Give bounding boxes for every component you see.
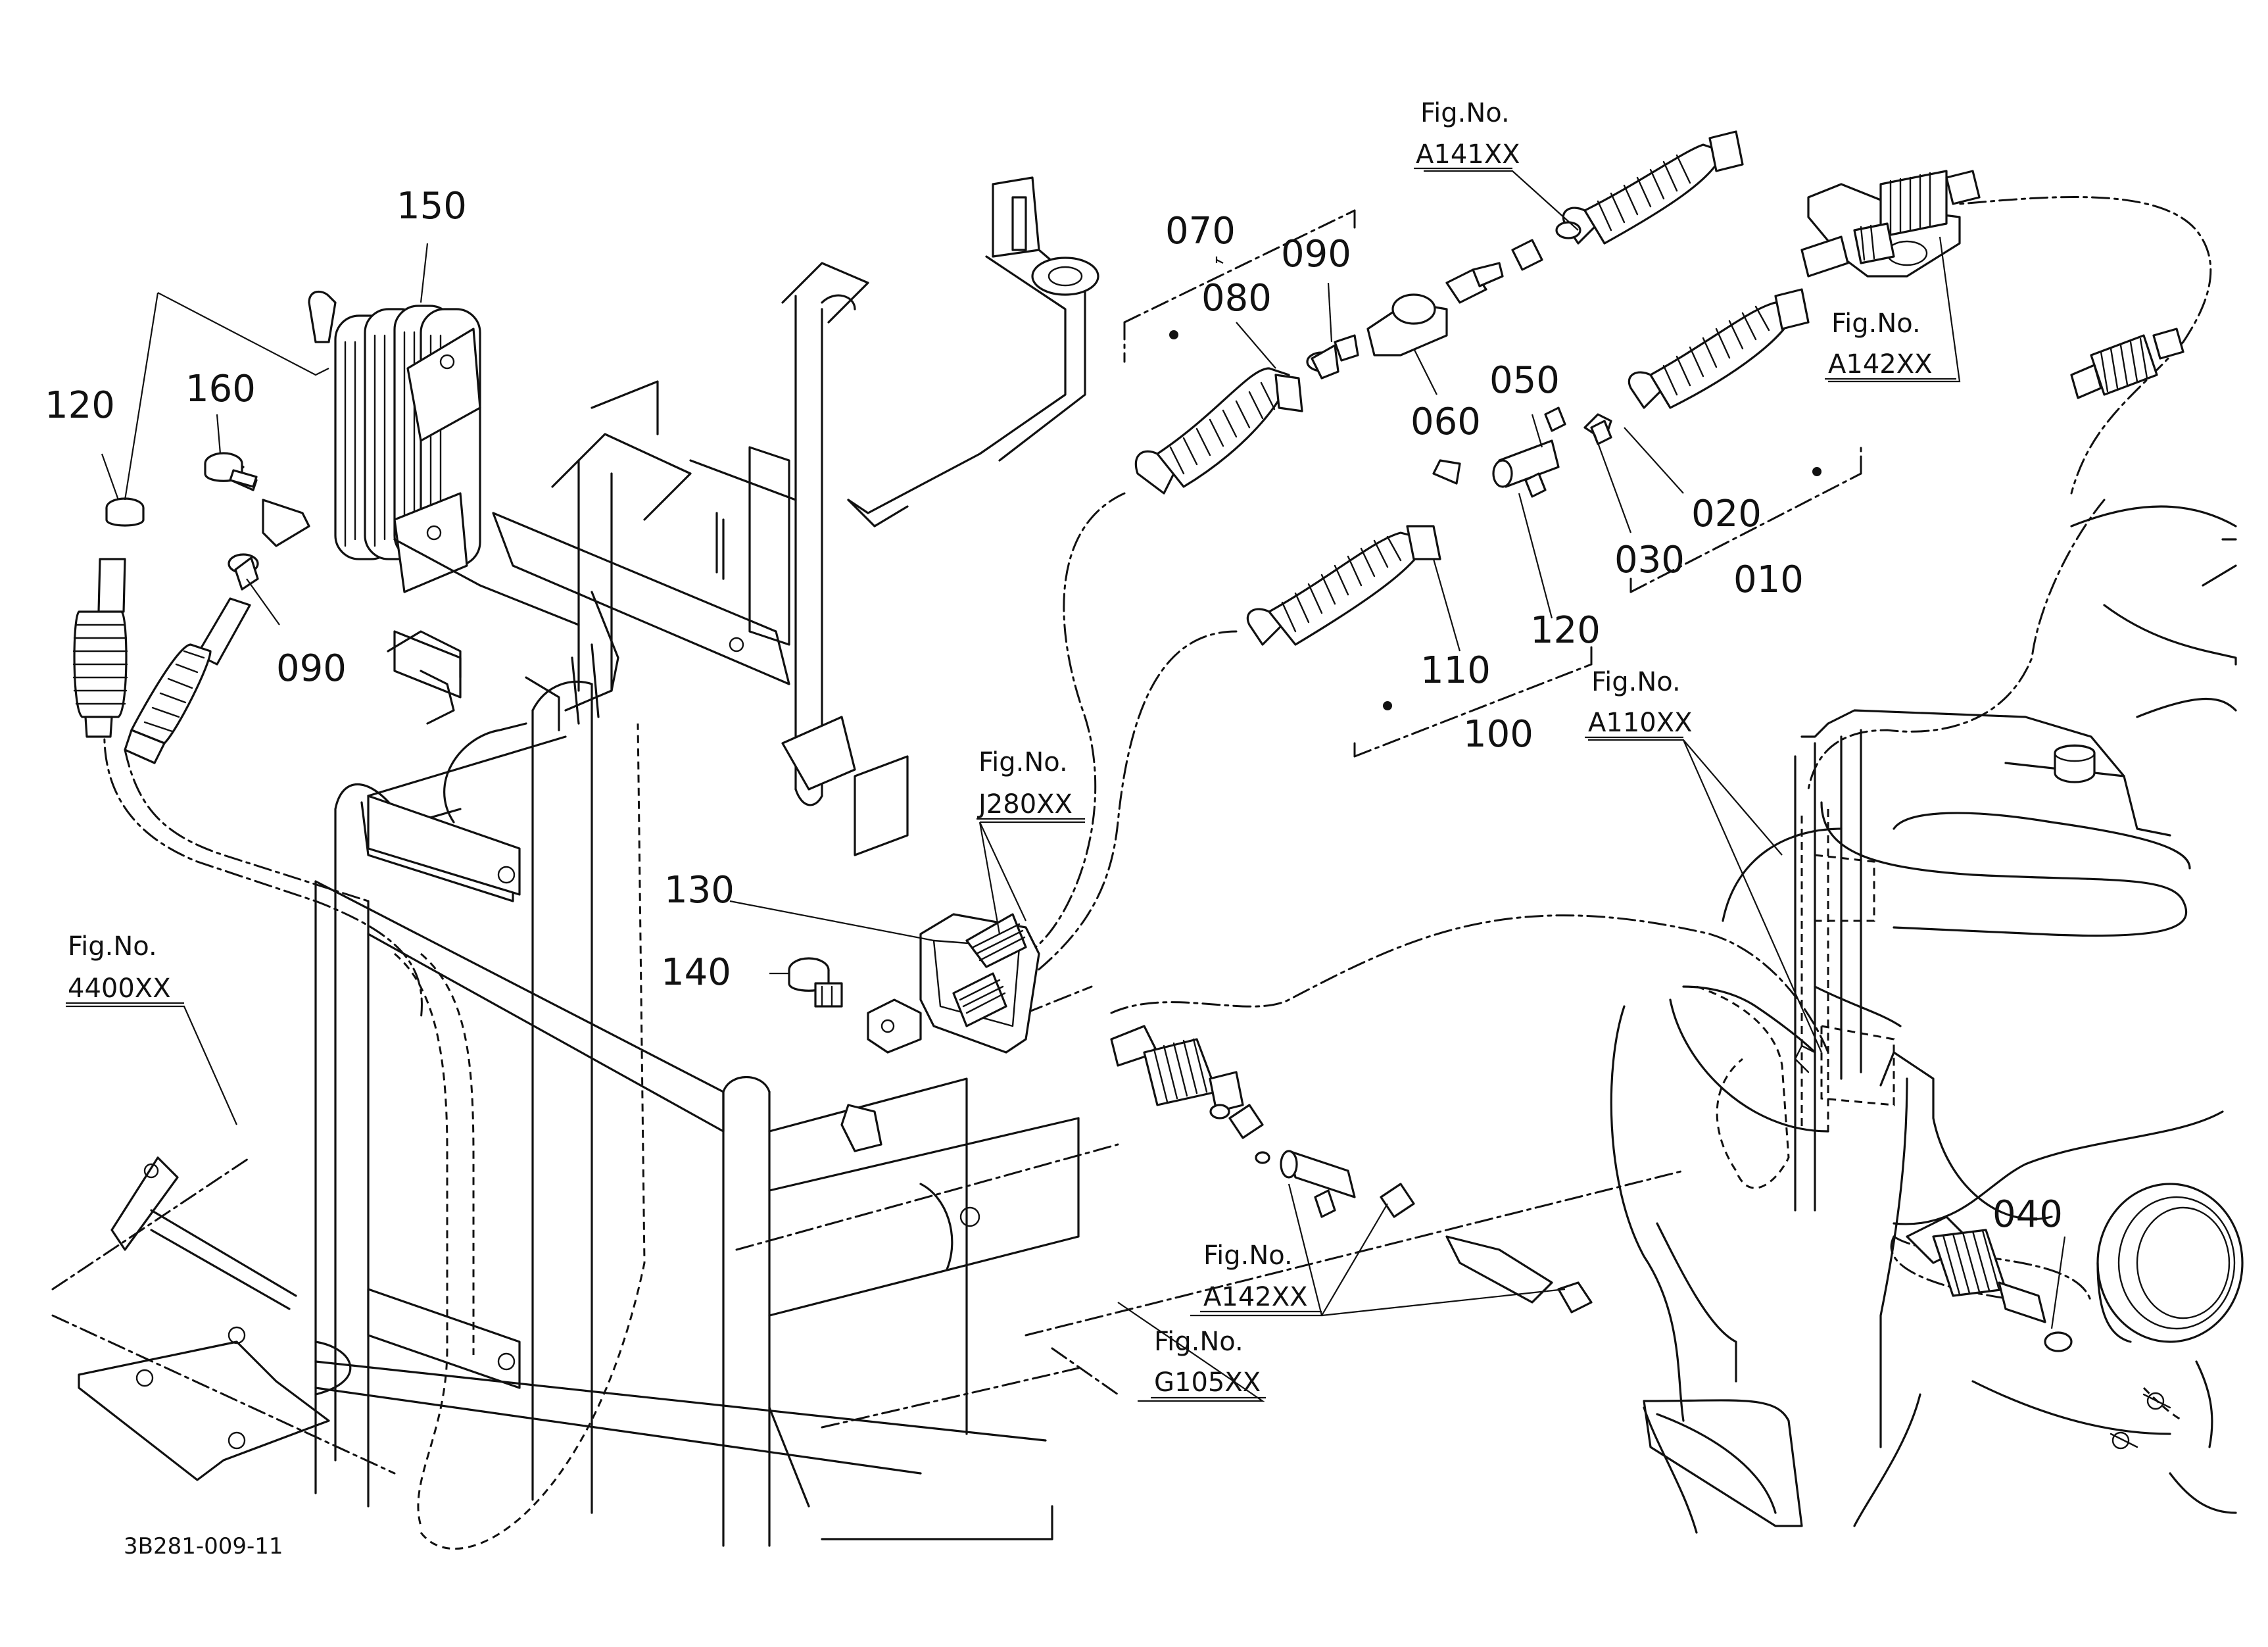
label-040: 040 [1992, 1193, 2063, 1236]
hose-top-right [1800, 170, 2184, 399]
label-080: 080 [1201, 277, 1272, 320]
oil-cooler [262, 290, 580, 626]
label-120-left: 120 [45, 384, 115, 427]
label-030: 030 [1614, 539, 1685, 581]
label-150: 150 [397, 185, 467, 228]
group-brackets [1123, 209, 1862, 758]
part-labels: 150 120 160 090 070 080 090 060 050 030 … [45, 185, 2063, 1236]
fig-a142-bottom-label: Fig.No. [1203, 1241, 1293, 1271]
bolt-160 [204, 452, 258, 488]
label-120-center: 120 [1530, 609, 1601, 652]
fig-a142-bottom-code: A142XX [1203, 1282, 1308, 1312]
fig-a142-top-code: A142XX [1828, 349, 1933, 380]
label-060: 060 [1411, 401, 1481, 443]
label-020: 020 [1691, 493, 1762, 535]
drawing-code: 3B281-009-11 [124, 1533, 283, 1560]
fig-a141-code: A141XX [1416, 139, 1520, 170]
frame-structure [51, 630, 1685, 1550]
fig-4400-label: Fig.No. [68, 931, 157, 962]
label-110: 110 [1420, 649, 1491, 692]
label-070: 070 [1165, 210, 1236, 253]
hose-coil-left-b [124, 553, 259, 764]
fig-g105-label: Fig.No. [1154, 1327, 1243, 1357]
center-brackets [393, 176, 1099, 856]
leader-lines [66, 170, 2066, 1402]
fig-4400-code: 4400XX [68, 973, 171, 1004]
hose-040 [1906, 1216, 2073, 1352]
label-090-top: 090 [1281, 233, 1351, 276]
hose-a141 [1562, 130, 1744, 245]
fig-a141-label: Fig.No. [1420, 98, 1510, 128]
hose-020 [1628, 288, 1810, 409]
hose-coil-left-a [72, 610, 128, 738]
label-090-left: 090 [276, 647, 347, 690]
clamp-130 [788, 913, 1040, 1054]
fig-j280-code: J280XX [977, 789, 1073, 820]
label-100: 100 [1463, 713, 1533, 756]
fig-a110-code: A110XX [1588, 708, 1693, 738]
figure-references: Fig.No. A141XX Fig.No. A142XX Fig.No. A1… [66, 98, 1956, 1399]
hose-100 [1246, 525, 1441, 646]
fig-j280-label: Fig.No. [978, 747, 1068, 777]
hose-lower-center [1110, 1025, 1593, 1314]
label-010: 010 [1733, 558, 1804, 601]
fig-a142-top-label: Fig.No. [1831, 308, 1921, 339]
label-130: 130 [664, 869, 735, 912]
label-050: 050 [1489, 359, 1560, 402]
left-hoses [72, 453, 259, 764]
label-160: 160 [185, 368, 256, 410]
fig-g105-code: G105XX [1154, 1367, 1261, 1398]
fig-a110-label: Fig.No. [1591, 667, 1681, 697]
hose-070 [1134, 367, 1303, 495]
engine-area [1610, 505, 2244, 1534]
label-140: 140 [661, 951, 731, 994]
